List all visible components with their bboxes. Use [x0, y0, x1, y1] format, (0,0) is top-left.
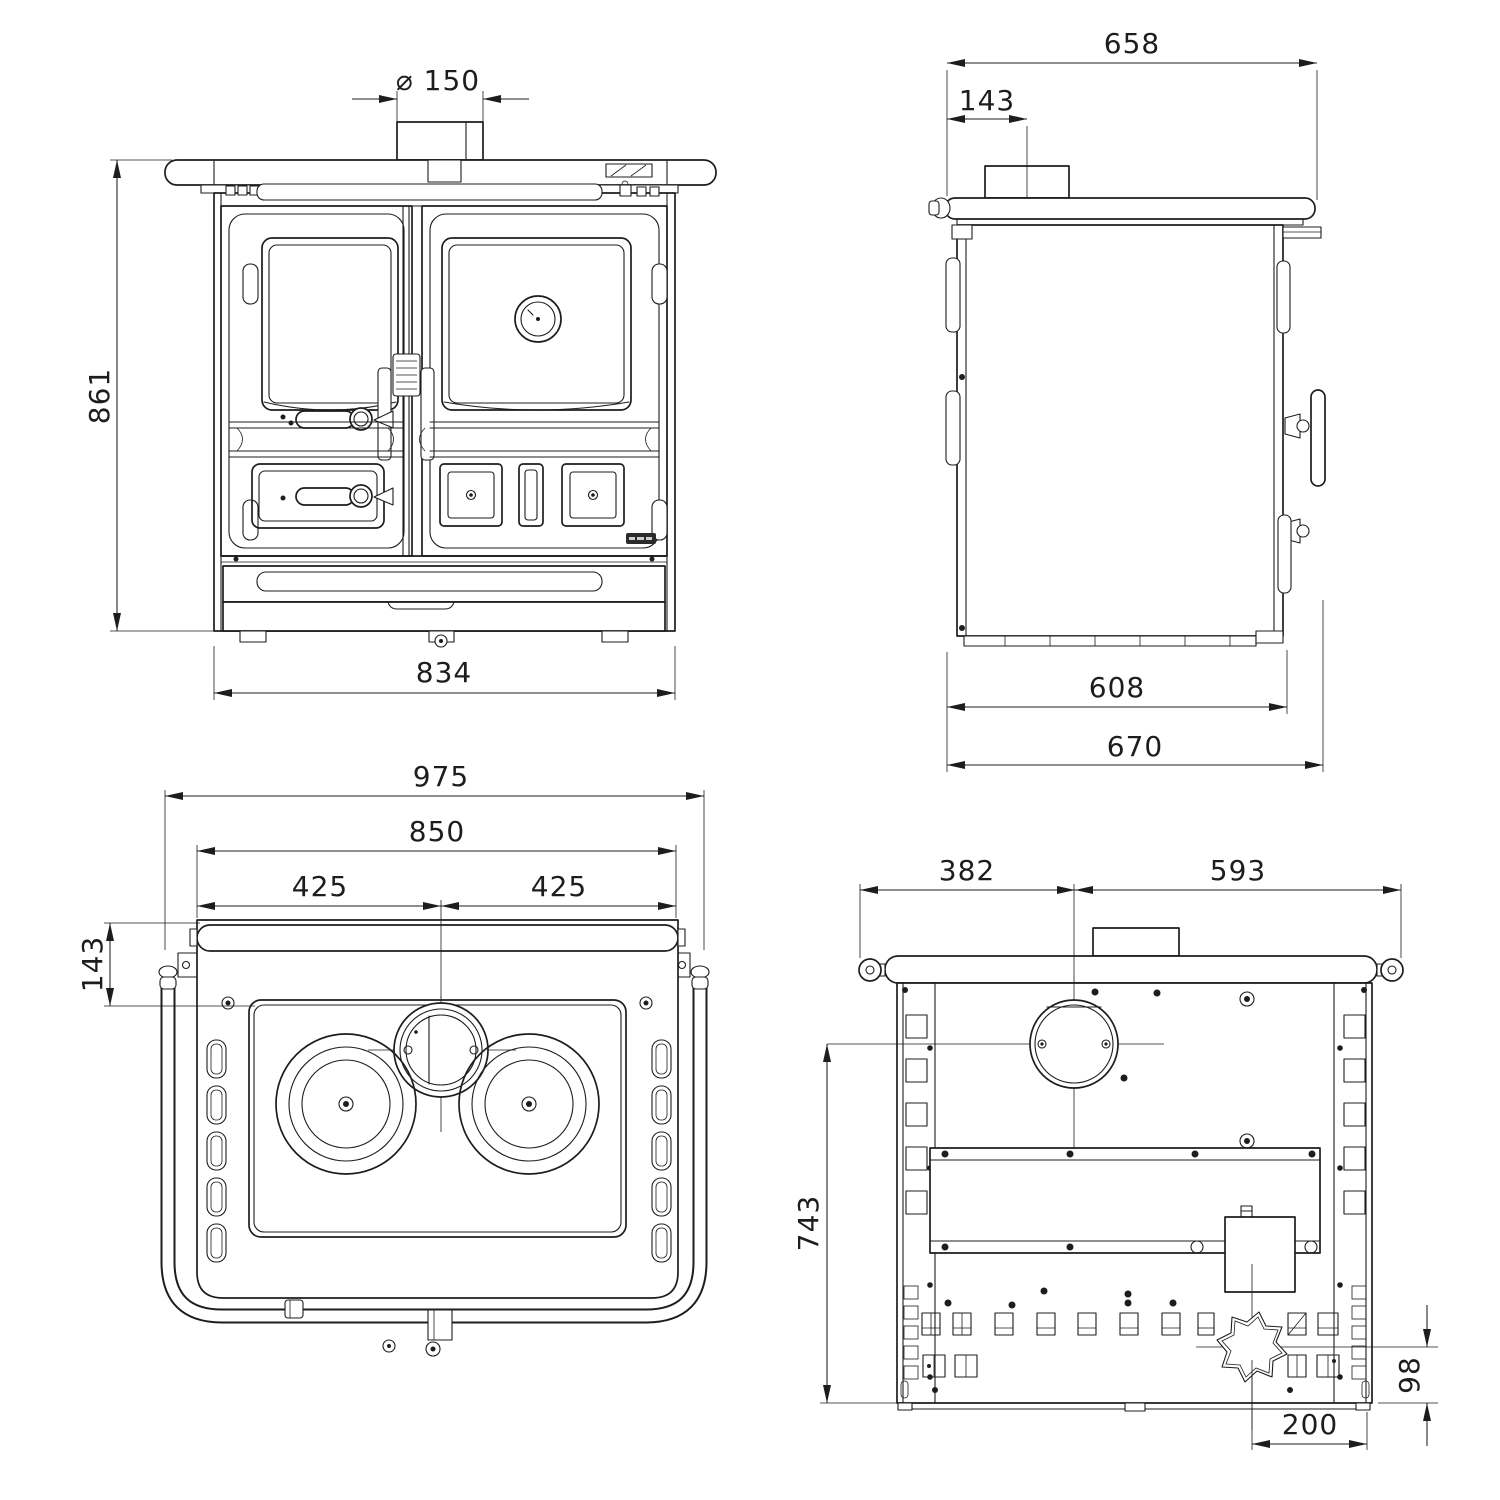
dim-rear-flue-left: 382 [859, 854, 1402, 958]
dim-label-rear-flue-height: 743 [792, 1195, 825, 1251]
rear-vent-row [921, 1299, 1339, 1336]
dim-label-top-flue-from-back: 143 [76, 936, 109, 992]
oven-door-handle [420, 367, 435, 461]
molding-band [228, 421, 660, 458]
dim-side-base-depth: 608 [946, 650, 1288, 714]
dim-top-cooktop-width: 850 [196, 815, 677, 918]
dim-front-width: 834 [213, 646, 676, 700]
hinge [651, 499, 668, 541]
oven-thermometer [514, 295, 562, 343]
dim-label-top-flue-right: 425 [531, 870, 587, 903]
ash-drawer [251, 463, 394, 529]
storage-drawer [222, 601, 666, 632]
rear-strip-right [1337, 1014, 1370, 1399]
dim-side-depth: 658 [946, 27, 1318, 200]
rear-chimney-box [1092, 927, 1180, 957]
side-slots-right [651, 1039, 672, 1263]
hinge [242, 263, 259, 305]
brand-badge [626, 533, 656, 544]
plinth-slot [256, 571, 603, 592]
side-slots-left [206, 1039, 227, 1263]
dim-flue-diameter: ⌀ 150 [352, 64, 529, 122]
latch-plate [605, 163, 653, 178]
dim-rear-outlet-height: 98 [1312, 1305, 1438, 1446]
dim-label-top-cooktop-width: 850 [409, 815, 465, 848]
dim-label-side-total-depth: 670 [1107, 730, 1163, 763]
dim-rear-outlet-offset: 200 [1251, 1360, 1368, 1450]
warming-shelf-slot [256, 183, 603, 201]
damper-knob [1296, 419, 1310, 433]
flue-collar-top [368, 996, 516, 1132]
damper-knob [1296, 524, 1310, 538]
rail-knob-right [1380, 958, 1404, 982]
dim-label-side-flue-offset: 143 [959, 84, 1015, 117]
rail-knob-left [858, 958, 882, 982]
dim-label-front-width: 834 [416, 656, 472, 689]
air-control-upper [280, 407, 394, 431]
dim-label-front-height: 861 [83, 368, 116, 424]
dim-label-rear-outlet-offset: 200 [1282, 1408, 1338, 1441]
rear-flue-hole [827, 884, 1164, 1162]
side-top-rail [928, 197, 1316, 226]
dim-label-top-total-width: 975 [413, 760, 469, 793]
rear-lever-plate [1310, 389, 1326, 487]
dim-top-flue-from-back: 143 [76, 922, 255, 1007]
top-plate [164, 159, 717, 186]
front-view: ⌀ 150 861 834 [83, 64, 717, 700]
cooktop-recess [248, 999, 627, 1238]
dim-side-flue-offset: 143 [947, 84, 1027, 123]
hinge [242, 499, 259, 541]
rail-knob-left [158, 965, 178, 979]
front-rail-fittings [284, 1299, 453, 1357]
flue-collar-front [427, 159, 462, 183]
cooktop-plate [189, 919, 686, 1299]
back-rail [196, 924, 679, 952]
rear-top-rail [858, 955, 1404, 984]
side-rear-fittings [1276, 226, 1326, 594]
base-front [220, 555, 668, 648]
top-view: 975 850 425 425 143 [76, 760, 710, 1357]
side-view: 658 143 608 670 [928, 27, 1326, 772]
dim-label-rear-flue-left: 382 [939, 854, 995, 887]
dim-label-top-flue-left: 425 [292, 870, 348, 903]
dim-label-side-base-depth: 608 [1089, 671, 1145, 704]
stove-body-front [213, 180, 676, 632]
dim-side-total-depth: 670 [946, 600, 1324, 772]
lever-handle [1277, 514, 1292, 594]
door-hinge-center [377, 205, 435, 557]
rear-access-panel [929, 1147, 1321, 1254]
dim-top-flue-right: 425 [441, 870, 676, 910]
dim-rear-flue-right: 593 [1075, 854, 1401, 894]
dim-front-height: 861 [83, 159, 220, 632]
rail-knob-right [690, 965, 710, 979]
dim-label-flue-diameter: ⌀ 150 [396, 64, 480, 97]
dim-top-flue-left: 425 [197, 870, 442, 998]
dim-label-side-depth: 658 [1104, 27, 1160, 60]
dim-label-rear-outlet-height: 98 [1393, 1356, 1426, 1394]
flue-pipe [396, 121, 484, 161]
rear-junction-box [1224, 1216, 1296, 1293]
side-body [945, 224, 1284, 637]
foot [239, 630, 267, 643]
dim-label-rear-flue-right: 593 [1210, 854, 1266, 887]
side-base [963, 630, 1284, 647]
burner-left [275, 1033, 417, 1175]
hinge [651, 263, 668, 305]
foot [601, 630, 629, 643]
burner-right [458, 1033, 600, 1175]
dim-top-total-width: 975 [164, 760, 705, 950]
oven-lower-panels [439, 463, 625, 527]
rear-vent-row-lower [922, 1354, 1340, 1393]
rear-view: 382 593 743 98 200 [792, 854, 1438, 1450]
rear-base [897, 1402, 1371, 1412]
dim-rear-flue-height: 743 [792, 1044, 897, 1404]
